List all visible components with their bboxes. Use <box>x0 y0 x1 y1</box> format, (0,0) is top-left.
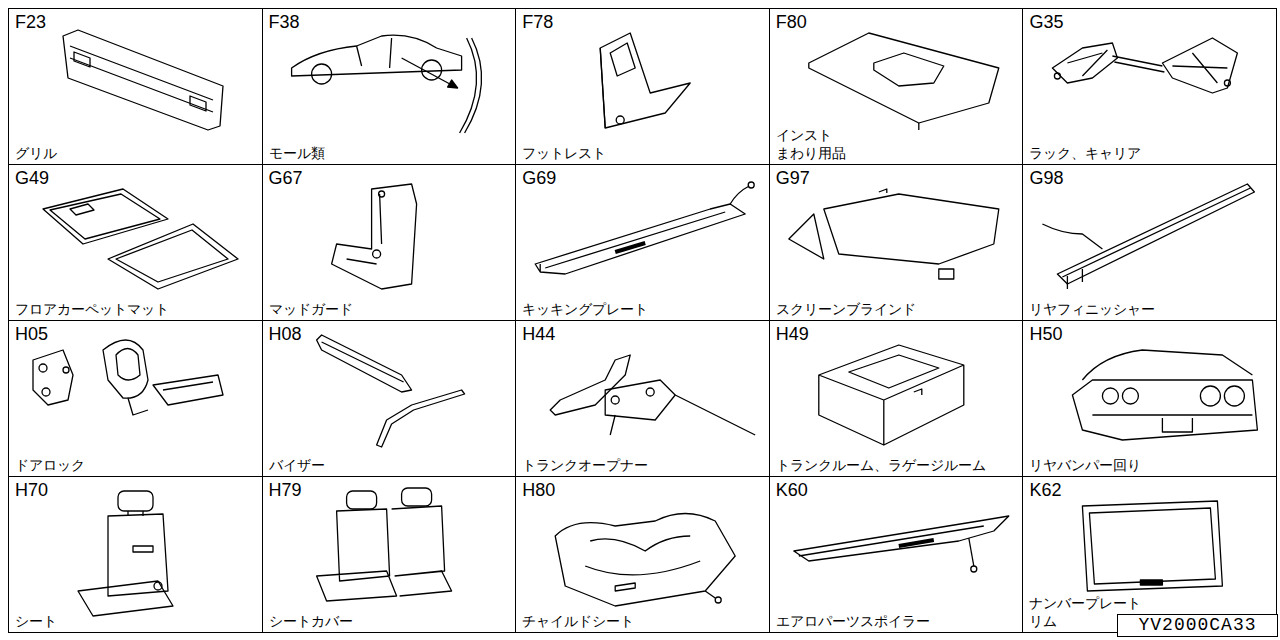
part-group-name: トランクオープナー <box>522 457 648 475</box>
part-group-name: モール類 <box>269 145 325 163</box>
catalog-cell: H08 バイザー <box>262 320 517 477</box>
catalog-cell: H05 ドアロック <box>8 320 263 477</box>
catalog-cell: H50 リヤバンパー回り <box>1022 320 1277 477</box>
group-code: G49 <box>15 168 49 189</box>
catalog-cell: H49 トランクルーム、ラゲージルーム <box>769 320 1024 477</box>
part-group-name: フロアカーペットマット <box>15 301 169 319</box>
group-code: G97 <box>776 168 810 189</box>
part-group-name: キッキングプレート <box>522 301 648 319</box>
catalog-cell: H70 シート <box>8 476 263 633</box>
group-code: G67 <box>269 168 303 189</box>
group-code: K60 <box>776 480 808 501</box>
part-group-name: チャイルドシート <box>522 613 634 631</box>
group-code: F80 <box>776 12 807 33</box>
part-group-name: シートカバー <box>269 613 353 631</box>
part-group-name: フットレスト <box>522 145 606 163</box>
catalog-cell: K60 エアロパーツスポイラー <box>769 476 1024 633</box>
catalog-cell: F23 グリル <box>8 8 263 165</box>
part-group-name: エアロパーツスポイラー <box>776 613 930 631</box>
group-code: H05 <box>15 324 48 345</box>
part-group-name: ドアロック <box>15 457 85 475</box>
catalog-cell: F78 フットレスト <box>515 8 770 165</box>
catalog-cell: G67 マッドガード <box>262 164 517 321</box>
group-code: K62 <box>1029 480 1061 501</box>
group-code: H44 <box>522 324 555 345</box>
catalog-cell: G35 ラック、キャリア <box>1022 8 1277 165</box>
part-group-name: シート <box>15 613 57 631</box>
part-group-name: インスト まわり用品 <box>776 127 846 162</box>
drawing-number: YV2000CA33 <box>1118 615 1277 635</box>
part-group-name: スクリーンブラインド <box>776 301 916 319</box>
part-group-name: トランクルーム、ラゲージルーム <box>776 457 986 475</box>
drawing-number-box: YV2000CA33 <box>1117 614 1278 637</box>
group-code: H80 <box>522 480 555 501</box>
catalog-cell: G49 フロアカーペットマット <box>8 164 263 321</box>
group-code: H50 <box>1029 324 1062 345</box>
catalog-cell: H79 シートカバー <box>262 476 517 633</box>
group-code: H08 <box>269 324 302 345</box>
group-code: F38 <box>269 12 300 33</box>
catalog-cell: G98 リヤフィニッシャー <box>1022 164 1277 321</box>
catalog-cell: H44 トランクオープナー <box>515 320 770 477</box>
group-code: F78 <box>522 12 553 33</box>
catalog-cell: F80 インスト まわり用品 <box>769 8 1024 165</box>
part-group-name: リヤフィニッシャー <box>1029 301 1155 319</box>
group-code: G35 <box>1029 12 1063 33</box>
part-group-name: マッドガード <box>269 301 353 319</box>
group-code: G69 <box>522 168 556 189</box>
group-code: F23 <box>15 12 46 33</box>
group-code: G98 <box>1029 168 1063 189</box>
group-code: H49 <box>776 324 809 345</box>
group-code: H79 <box>269 480 302 501</box>
part-group-name: グリル <box>15 145 57 163</box>
group-code: H70 <box>15 480 48 501</box>
catalog-cell: F38 モール類 <box>262 8 517 165</box>
part-group-name: ラック、キャリア <box>1029 145 1141 163</box>
part-group-name: バイザー <box>269 457 325 475</box>
catalog-cell: G97 スクリーンブラインド <box>769 164 1024 321</box>
catalog-cell: G69 キッキングプレート <box>515 164 770 321</box>
catalog-cell: K62ナンバープレート リム <box>1022 476 1277 633</box>
part-group-name: リヤバンパー回り <box>1029 457 1141 475</box>
catalog-cell: H80 チャイルドシート <box>515 476 770 633</box>
